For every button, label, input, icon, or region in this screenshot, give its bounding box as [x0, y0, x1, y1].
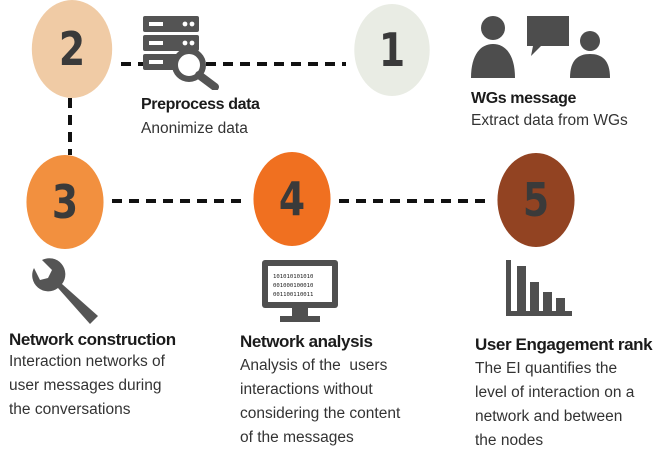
binary-line-3: 001100110011: [273, 292, 313, 298]
step-4-circle: 4: [253, 152, 331, 246]
people-chat-icon: [471, 16, 610, 78]
step-5-description: The EI quantifies the level of interacti…: [475, 357, 634, 453]
monitor-binary-icon: 101010101010 001000100010 001100110011: [262, 260, 338, 322]
step-3-circle: 3: [26, 155, 104, 249]
step-2-title: Preprocess data: [141, 96, 260, 113]
step-2-description: Anonimize data: [141, 117, 248, 141]
step-1-circle: 1: [354, 4, 430, 96]
bar-chart-icon: [506, 260, 572, 316]
step-3-description: Interaction networks of user messages du…: [9, 350, 165, 422]
step-4-desc-line: interactions without: [240, 381, 373, 398]
step-2-circle: 2: [31, 0, 113, 98]
step-5-title: User Engagement rank: [475, 335, 653, 354]
binary-line-2: 001000100010: [273, 283, 313, 289]
binary-line-1: 101010101010: [273, 274, 313, 280]
step-1-description: Extract data from WGs: [471, 109, 628, 133]
step-5-circle: 5: [497, 153, 575, 247]
step-5-desc-line: network and between: [475, 408, 623, 425]
step-1-number: 1: [378, 23, 406, 77]
step-3-title: Network construction: [9, 330, 176, 349]
step-2-desc-line: Anonimize data: [141, 120, 248, 137]
step-4-title: Network analysis: [240, 332, 373, 351]
step-4-description: Analysis of the users interactions witho…: [240, 354, 400, 450]
wrench-icon: [32, 258, 98, 324]
step-5-number: 5: [522, 173, 550, 227]
step-5-desc-line: The EI quantifies the: [475, 360, 618, 377]
step-4-desc-line: Analysis of the users: [240, 357, 388, 374]
step-4-number: 4: [278, 172, 306, 226]
step-1-desc-line: Extract data from WGs: [471, 112, 628, 129]
step-3-number: 3: [51, 175, 79, 229]
step-2-number: 2: [58, 22, 86, 76]
step-4-desc-line: considering the content: [240, 405, 401, 422]
step-5-desc-line: the nodes: [475, 432, 544, 449]
step-1-title: WGs message: [471, 90, 576, 107]
step-5-desc-line: level of interaction on a: [475, 384, 635, 401]
step-3-desc-line: the conversations: [9, 401, 131, 418]
step-3-desc-line: user messages during: [9, 377, 162, 394]
step-4-desc-line: of the messages: [240, 429, 354, 446]
step-3-desc-line: Interaction networks of: [9, 353, 165, 370]
server-search-icon: [143, 16, 219, 90]
